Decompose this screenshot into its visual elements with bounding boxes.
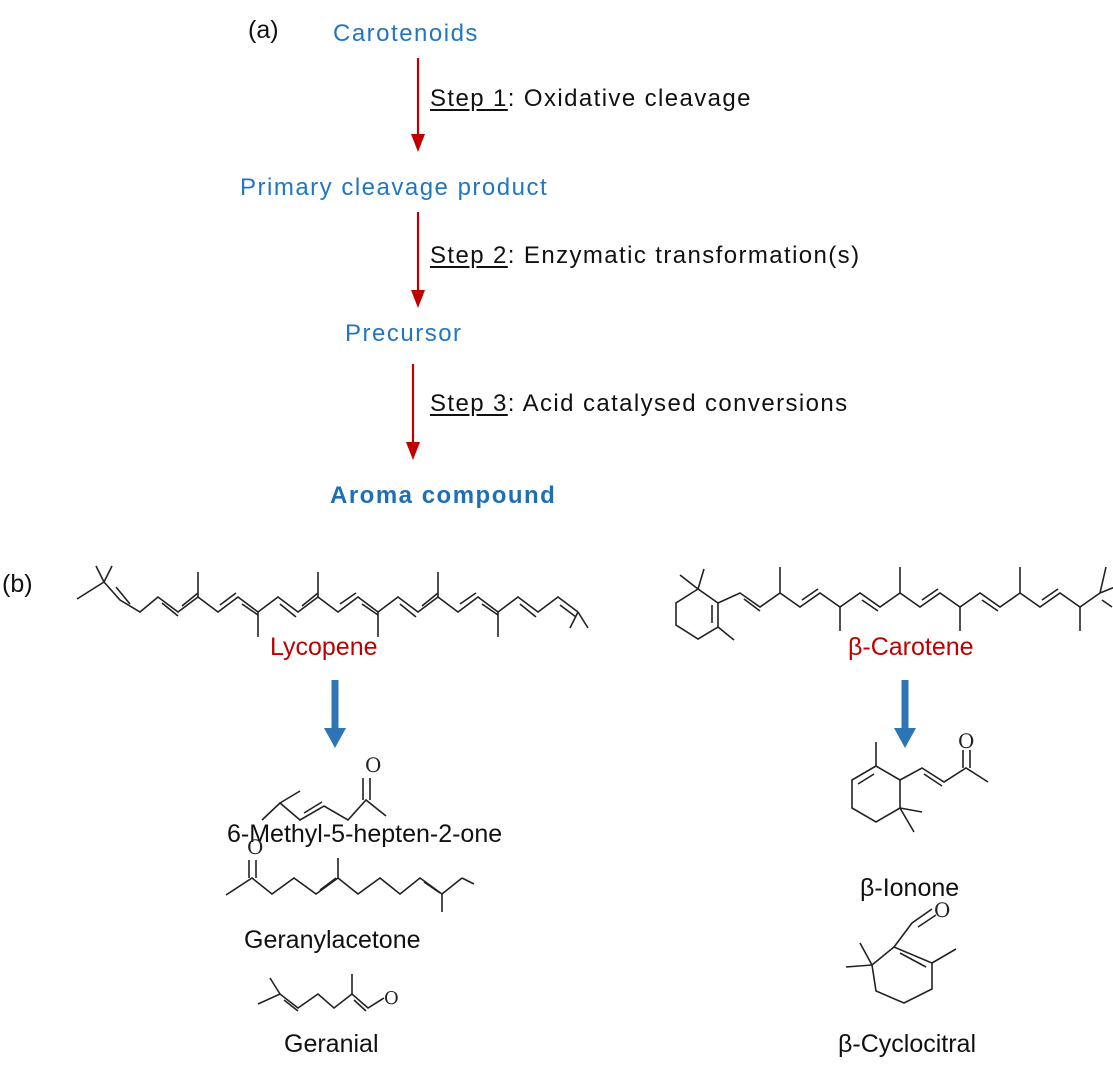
oxygen-atom: O — [247, 835, 263, 859]
methylheptenone-name: 6-Methyl-5-hepten-2-one — [227, 820, 503, 848]
node-primary-cleavage-product: Primary cleavage product — [240, 174, 549, 201]
oxygen-atom: O — [934, 898, 950, 922]
oxygen-atom: O — [958, 729, 974, 753]
step-3-description: : Acid catalysed conversions — [507, 390, 849, 417]
node-aroma-compound: Aroma compound — [330, 482, 557, 509]
geranylacetone-structure: O — [225, 835, 475, 912]
step-2-key: Step 2 — [430, 242, 508, 269]
geranial-structure: O — [257, 974, 399, 1012]
oxygen-atom: O — [384, 988, 399, 1009]
step-1-text: Step 1: Oxidative cleavage — [430, 85, 752, 113]
beta-ionone-structure: O — [851, 729, 989, 833]
oxygen-atom: O — [365, 753, 381, 777]
beta-carotene-structure — [675, 566, 1113, 641]
step-2-text: Step 2: Enzymatic transformation(s) — [430, 242, 860, 270]
step-3-key: Step 3 — [430, 390, 508, 417]
node-carotenoids: Carotenoids — [333, 20, 479, 47]
panel-a-label: (a) — [248, 16, 279, 44]
beta-cyclocitral-name: β-Cyclocitral — [838, 1030, 977, 1058]
beta-carotene-name: β-Carotene — [848, 633, 974, 661]
beta-cyclocitral-structure: O — [845, 898, 957, 1004]
step-1-description: : Oxidative cleavage — [507, 85, 752, 112]
step-2-description: : Enzymatic transformation(s) — [507, 242, 861, 269]
step-3-text: Step 3: Acid catalysed conversions — [430, 390, 849, 418]
beta-carotene-arrow — [894, 680, 916, 748]
geranial-name: Geranial — [284, 1030, 379, 1058]
flow-arrow-3 — [406, 364, 420, 460]
lycopene-arrow — [324, 680, 346, 748]
node-precursor: Precursor — [345, 320, 463, 347]
panel-b-label: (b) — [2, 570, 33, 598]
step-1-key: Step 1 — [430, 85, 508, 112]
methylheptenone-structure: O — [261, 753, 387, 822]
lycopene-name: Lycopene — [270, 633, 378, 661]
beta-ionone-name: β-Ionone — [860, 874, 960, 902]
flow-arrow-2 — [411, 212, 425, 308]
flow-arrow-1 — [411, 58, 425, 152]
lycopene-structure — [76, 565, 589, 637]
geranylacetone-name: Geranylacetone — [244, 926, 421, 954]
